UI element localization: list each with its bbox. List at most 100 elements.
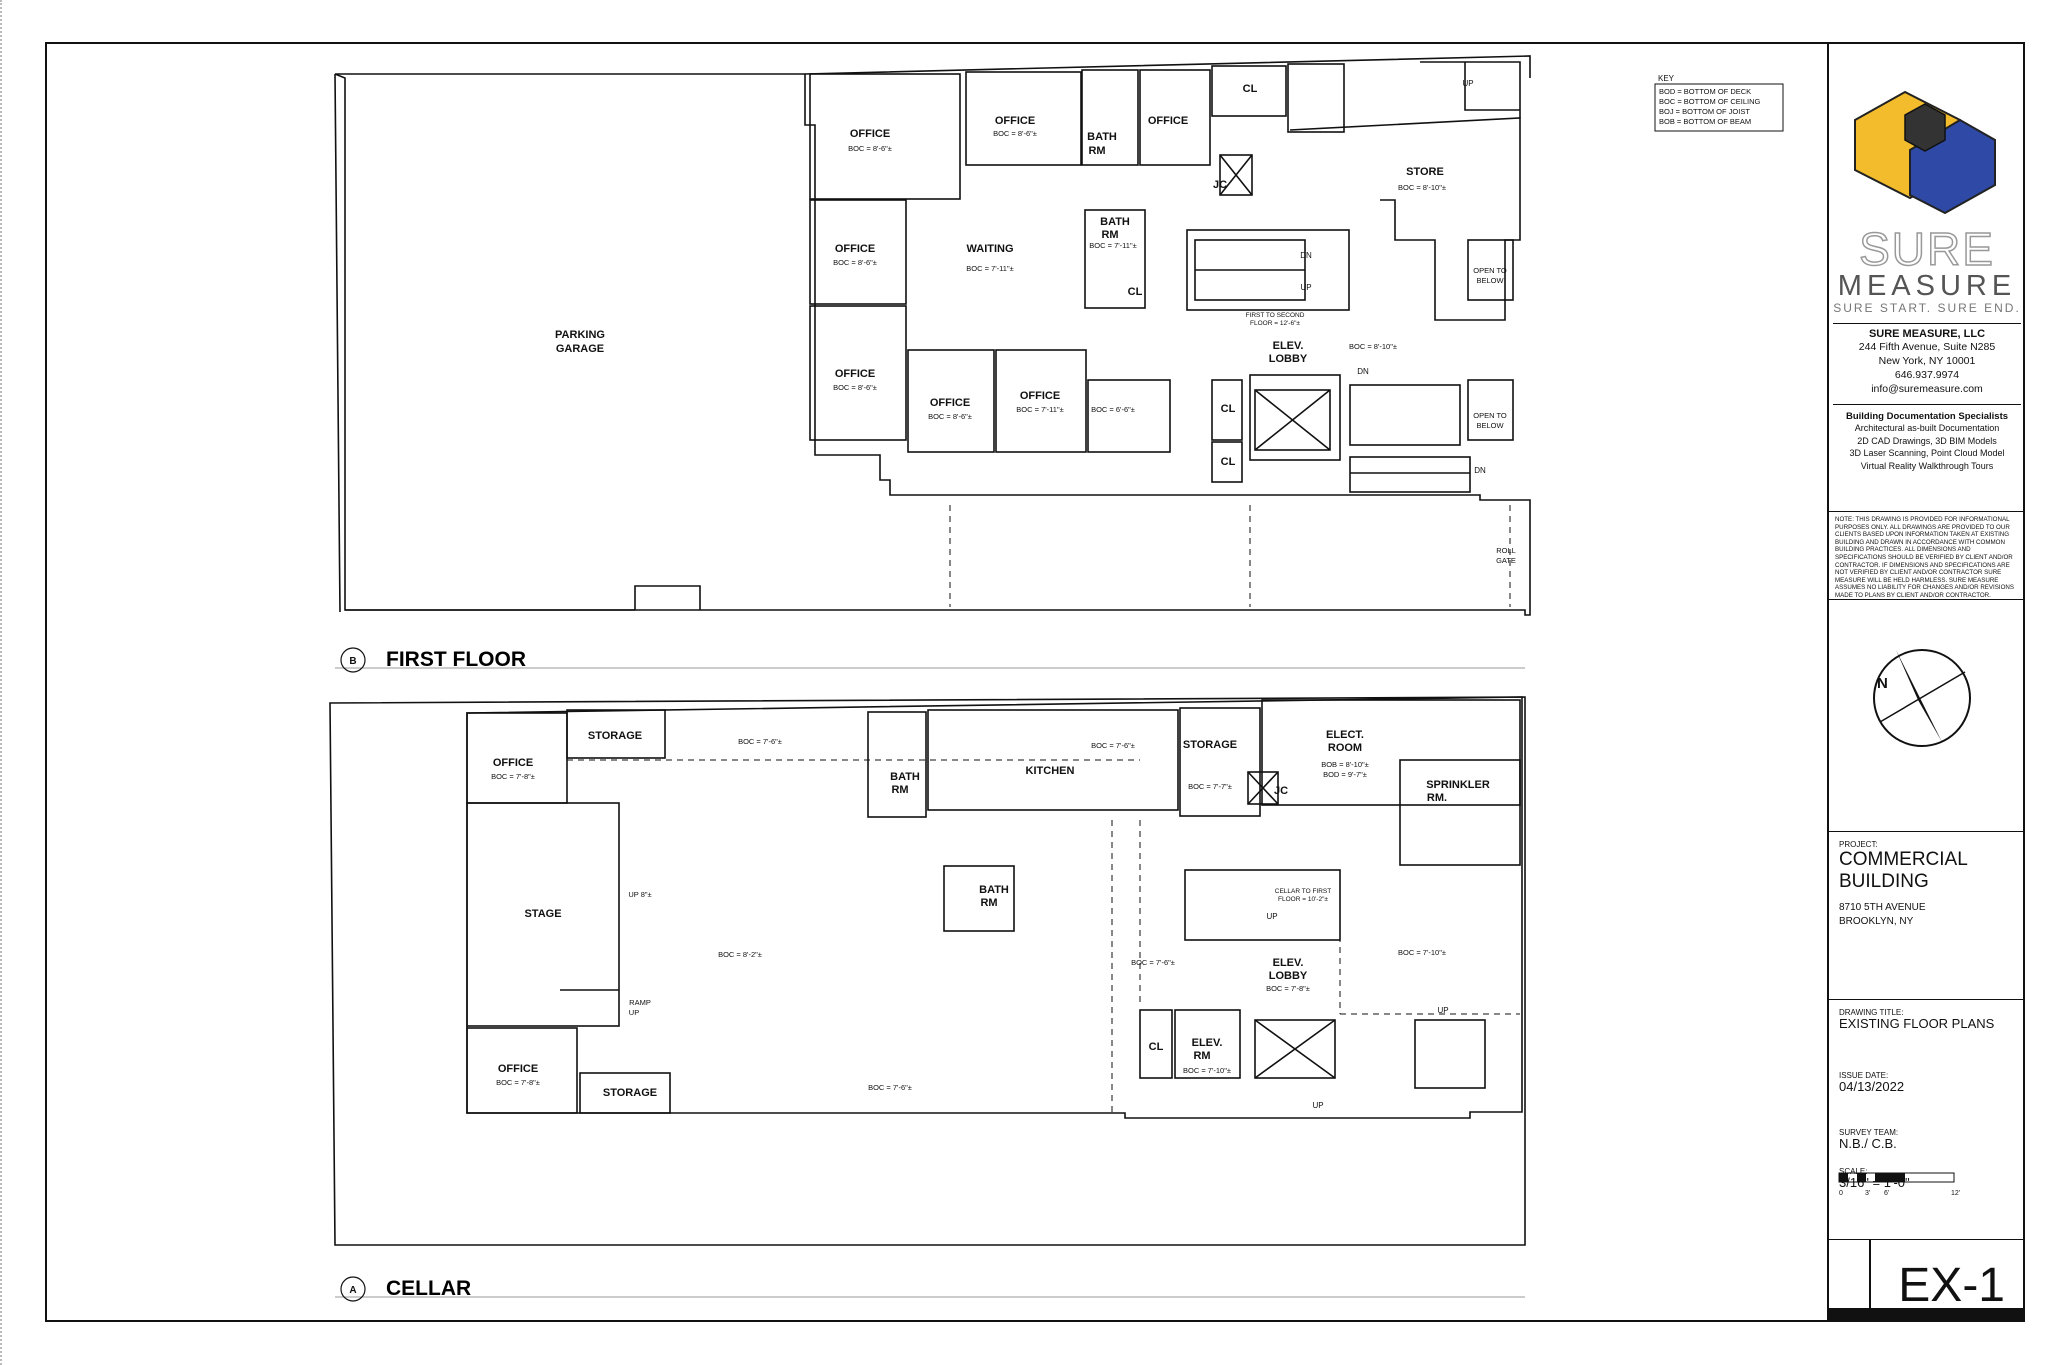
scale-label: SCALE: [1839,1167,1868,1176]
key-line: BOC = BOTTOM OF CEILING [1659,97,1761,106]
room-label: ELEV. [1192,1037,1223,1049]
boc-tag: BOC = 8'-6"± [993,129,1037,138]
ramp-note: RAMP [629,998,651,1007]
open-note: BELOW [1476,276,1504,285]
disclaimer-note: NOTE: THIS DRAWING IS PROVIDED FOR INFOR… [1835,516,2015,599]
scale-tick: 6' [1884,1190,1890,1197]
brand-tagline: SURE START. SURE END. [1833,301,2021,315]
room-label: CL [1149,1041,1164,1053]
boc-tag: BOC = 7'-10"± [1183,1066,1231,1075]
stair-label: UP [1462,79,1473,88]
first-floor-marker: B [349,656,356,667]
room-label: JC [1274,785,1288,797]
company-address: 244 Fifth Avenue, Suite N285 [1858,341,1996,353]
stair-label: UP [1437,1006,1448,1015]
room-label: OFFICE [835,243,875,255]
boc-tag: BOC = 7'-7"± [1188,782,1232,791]
drawing-info-panel: DRAWING TITLE: EXISTING FLOOR PLANS ISSU… [1829,1000,2025,1240]
boc-tag: BOC = 7'-8"± [1266,984,1310,993]
boc-tag: BOC = 8'-6"± [833,383,877,392]
north-arrow-icon [1873,649,1971,747]
scale-ticks: 0 3' 6' 12' [1829,1190,2025,1202]
stair-label: UP [1300,283,1311,292]
room-label: GARAGE [556,343,604,355]
title-block: SURE MEASURE SURE START. SURE END. SURE … [1827,42,2025,1322]
key-line: BOD = BOTTOM OF DECK [1659,87,1751,96]
drawing-title: EXISTING FLOOR PLANS [1839,1016,1995,1031]
boc-tag: BOC = 7'-8"± [496,1078,540,1087]
first-floor-title: FIRST FLOOR [386,648,526,671]
boc-tag: BOC = 8'-6"± [833,258,877,267]
room-label: STORAGE [588,730,642,742]
stair-label: UP [1312,1101,1323,1110]
room-label: OFFICE [493,757,533,769]
room-label: OFFICE [850,128,890,140]
cellar-walls [329,696,1526,1246]
boc-tag: BOC = 7'-10"± [1398,948,1446,957]
room-label: PARKING [555,329,605,341]
survey-team: N.B./ C.B. [1839,1136,1897,1151]
open-note: OPEN TO [1473,411,1507,420]
room-label: JC [1213,179,1227,191]
cellar-title: CELLAR [386,1277,471,1300]
gate-note: ROLL [1496,546,1516,555]
room-label: STAGE [524,908,561,920]
scale-bar [1838,1172,1955,1183]
survey-team-label: SURVEY TEAM: [1839,1128,1899,1137]
key-title: KEY [1658,74,1675,83]
room-label: OFFICE [835,368,875,380]
key-line: BOJ = BOTTOM OF JOIST [1659,107,1750,116]
boc-tag: BOD = 9'-7"± [1323,770,1367,779]
sheet-edge-perforation [0,0,6,1365]
project-label: PROJECT: [1839,840,1878,849]
room-label: CL [1221,456,1236,468]
brand-sure: SURE [1858,223,1995,275]
project-address: 8710 5TH AVENUE [1839,902,1926,913]
scale-tick: 3' [1865,1190,1871,1197]
room-label: LOBBY [1269,353,1308,365]
stair-note: FLOOR = 12'-6"± [1250,320,1300,327]
service-item: 2D CAD Drawings, 3D BIM Models [1857,435,1997,446]
room-label: ELEV. [1273,957,1304,969]
project-name: COMMERCIAL [1839,849,1968,870]
room-label: RM [980,897,997,909]
boc-tag: BOC = 8'-6"± [928,412,972,421]
room-label: BATH [979,884,1009,896]
boc-tag: BOC = 7'-11"± [966,264,1013,273]
boc-tag: BOC = 6'-6"± [1091,405,1135,414]
issue-date-label: ISSUE DATE: [1839,1071,1889,1080]
room-label: LOBBY [1269,970,1308,982]
room-label: CL [1128,286,1143,298]
room-label: KITCHEN [1026,765,1075,777]
stair-label: UP [1266,912,1277,921]
stair-note: FIRST TO SECOND [1246,312,1305,319]
room-label: RM. [1427,792,1447,804]
sure-measure-logo [1854,90,1996,215]
ramp-note: UP [629,1008,639,1017]
level-note: UP 8"± [628,890,651,899]
room-label: BATH [890,771,920,783]
room-label: WAITING [966,243,1013,255]
company-email: info@suremeasure.com [1871,383,1983,395]
brand-measure: MEASURE [1837,270,2017,302]
service-item: 3D Laser Scanning, Point Cloud Model [1849,448,2005,458]
boc-tag: BOC = 7'-6"± [868,1083,912,1092]
service-item: Virtual Reality Walkthrough Tours [1860,460,1994,471]
boc-tag: BOB = 8'-10"± [1321,760,1369,769]
boc-tag: BOC = 7'-11"± [1089,241,1136,250]
room-label: BATH [1100,216,1130,228]
scale-value: 3/16" = 1'-0" [1839,1175,1910,1190]
stair-label: DN [1474,466,1486,475]
room-label: ELECT. [1326,729,1364,741]
scale-tick: 12' [1951,1190,1961,1197]
room-label: STORE [1406,166,1444,178]
room-label: CL [1221,403,1236,415]
boc-tag: BOC = 8'-6"± [848,144,892,153]
scale-tick: 0 [1839,1190,1843,1197]
room-label: OFFICE [995,115,1035,127]
services-title: Building Documentation Specialists [1845,411,2009,422]
company-address: New York, NY 10001 [1878,355,1976,367]
project-panel: PROJECT: COMMERCIAL BUILDING 8710 5TH AV… [1829,832,2025,1000]
room-label: OFFICE [1148,115,1188,127]
